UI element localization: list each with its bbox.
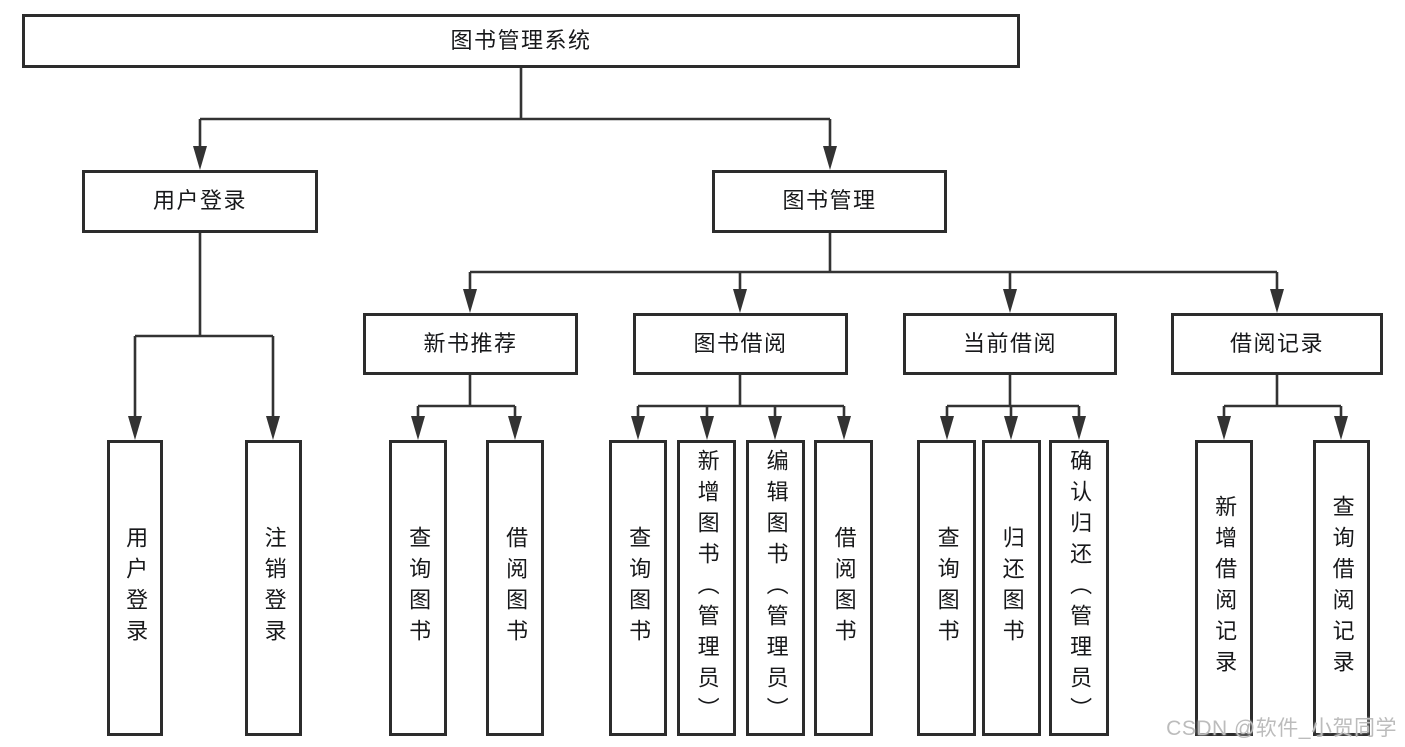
node-leaf-borrow-book-recommend-label: 借阅图书	[503, 526, 529, 650]
watermark: CSDN @软件_小贺同学	[1166, 717, 1397, 740]
node-leaf-edit-book-admin: 编辑图书（管理员）	[746, 440, 805, 736]
node-user-login-branch-label: 用户登录	[152, 188, 247, 214]
node-user-login-branch: 用户登录	[82, 170, 318, 233]
node-leaf-query-book-current-label: 查询图书	[934, 526, 960, 650]
node-book-borrowing-label: 图书借阅	[693, 330, 788, 356]
node-leaf-return-book: 归还图书	[982, 440, 1041, 736]
node-leaf-edit-book-admin-label: 编辑图书（管理员）	[763, 448, 789, 728]
node-leaf-logout: 注销登录	[245, 440, 302, 736]
node-leaf-query-borrow-record: 查询借阅记录	[1313, 440, 1370, 736]
node-leaf-user-login-label: 用户登录	[123, 526, 149, 650]
node-current-borrowing-label: 当前借阅	[962, 330, 1057, 356]
node-borrowing-records: 借阅记录	[1171, 313, 1383, 375]
node-leaf-query-borrow-record-label: 查询借阅记录	[1329, 495, 1355, 681]
node-leaf-query-book-recommend: 查询图书	[389, 440, 447, 736]
node-new-book-recommend-label: 新书推荐	[423, 330, 518, 356]
node-leaf-query-book-borrowing-label: 查询图书	[626, 526, 652, 650]
connector-paths	[133, 68, 1343, 418]
node-leaf-add-book-admin: 新增图书（管理员）	[677, 440, 736, 736]
node-current-borrowing: 当前借阅	[903, 313, 1117, 375]
node-leaf-query-book-recommend-label: 查询图书	[406, 526, 432, 650]
node-root-system-label: 图书管理系统	[450, 27, 592, 53]
node-book-management-branch: 图书管理	[712, 170, 947, 233]
node-leaf-user-login: 用户登录	[107, 440, 163, 736]
node-leaf-add-book-admin-label: 新增图书（管理员）	[694, 448, 720, 728]
node-leaf-add-borrow-record-label: 新增借阅记录	[1212, 495, 1238, 681]
node-leaf-add-borrow-record: 新增借阅记录	[1195, 440, 1253, 736]
node-book-management-branch-label: 图书管理	[782, 188, 877, 214]
node-leaf-query-book-current: 查询图书	[917, 440, 976, 736]
node-borrowing-records-label: 借阅记录	[1229, 330, 1324, 356]
node-leaf-borrow-book-recommend: 借阅图书	[486, 440, 544, 736]
node-leaf-query-book-borrowing: 查询图书	[609, 440, 667, 736]
node-root-system: 图书管理系统	[22, 14, 1020, 68]
node-book-borrowing: 图书借阅	[633, 313, 848, 375]
node-leaf-confirm-return-admin-label: 确认归还（管理员）	[1067, 448, 1093, 728]
node-leaf-confirm-return-admin: 确认归还（管理员）	[1049, 440, 1109, 736]
node-leaf-borrow-book: 借阅图书	[814, 440, 873, 736]
node-leaf-return-book-label: 归还图书	[999, 526, 1025, 650]
node-new-book-recommend: 新书推荐	[363, 313, 578, 375]
arrow-down-icons	[128, 146, 1348, 440]
node-leaf-borrow-book-label: 借阅图书	[831, 526, 857, 650]
node-leaf-logout-label: 注销登录	[261, 526, 287, 650]
